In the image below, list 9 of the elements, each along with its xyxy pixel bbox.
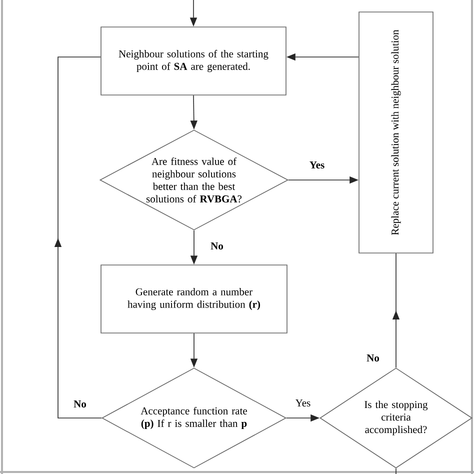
process-box: Replace current solution with neighbour solution <box>358 12 434 254</box>
edge-label: No <box>210 242 224 250</box>
edge-label: No <box>366 354 380 362</box>
arrow <box>54 56 102 418</box>
process-box: Neighbour solutions of the starting point of SA are generated. <box>100 26 286 96</box>
edge-label: Yes <box>308 160 326 170</box>
edge-label: No <box>72 400 88 408</box>
process-box: Generate random a number having uniform distribution (r) <box>100 264 288 334</box>
edge-label: Yes <box>294 398 312 408</box>
